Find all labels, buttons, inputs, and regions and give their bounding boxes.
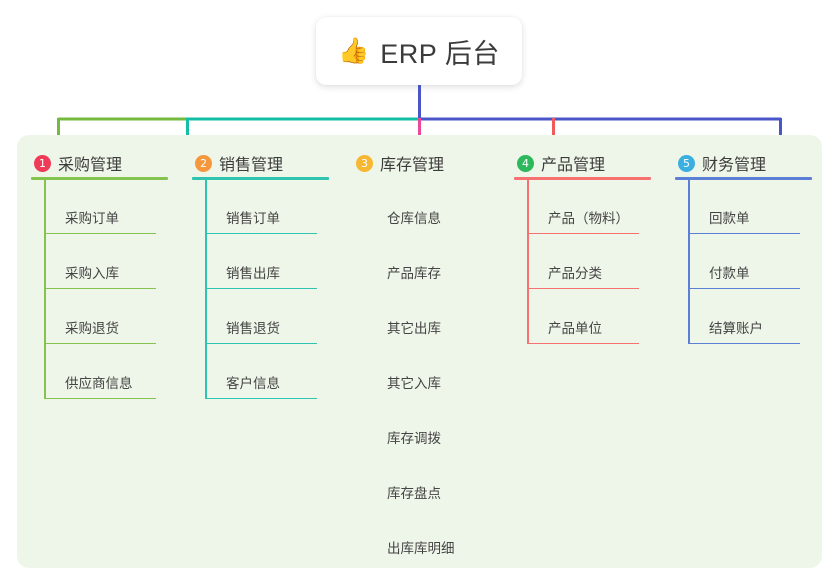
branch-spine-5 xyxy=(688,179,690,344)
leaf-item-rule xyxy=(205,342,317,344)
leaf-item-label: 销售退货 xyxy=(226,321,280,336)
branch-title-3: 库存管理 xyxy=(380,157,445,174)
leaf-item-label: 结算账户 xyxy=(709,321,763,336)
leaf-item-label: 供应商信息 xyxy=(65,376,133,391)
branch-badge-5: 5 xyxy=(678,154,695,172)
branch-columns: 1 采购管理采购订单采购入库采购退货供应商信息 2 销售管理销售订单销售出库销售退货客… xyxy=(17,135,822,568)
branch-items-4: 产品（物料） 产品分类产品单位 xyxy=(527,179,661,344)
branch-items-5: 回款单付款单结算账户 xyxy=(688,179,822,344)
leaf-item-rule xyxy=(527,232,639,234)
leaf-item-label: 销售出库 xyxy=(226,266,280,281)
leaf-item-rule xyxy=(527,287,639,289)
diagram-panel xyxy=(17,135,822,568)
leaf-item-rule xyxy=(44,287,156,289)
branch-spine-2 xyxy=(205,179,207,399)
branch-header-5[interactable]: 5 财务管理 xyxy=(678,146,813,180)
leaf-item[interactable]: 仓库信息 xyxy=(366,179,500,234)
leaf-item-label: 采购退货 xyxy=(65,321,119,336)
leaf-item-rule xyxy=(205,397,317,399)
branch-items-1: 采购订单采购入库采购退货供应商信息 xyxy=(44,179,178,399)
leaf-item[interactable]: 回款单 xyxy=(688,179,822,234)
branch-spine-4 xyxy=(527,179,529,344)
leaf-item-label: 客户信息 xyxy=(226,376,280,391)
branch-spine-1 xyxy=(44,179,46,399)
leaf-item-rule xyxy=(366,563,478,565)
leaf-item[interactable]: 供应商信息 xyxy=(44,344,178,399)
leaf-item[interactable]: 客户信息 xyxy=(205,344,339,399)
leaf-item-label: 产品（物料） xyxy=(548,211,629,226)
root-node-title: ERP 后台 xyxy=(380,38,500,69)
leaf-item[interactable]: 其它出库 xyxy=(366,289,500,344)
branch-badge-4: 4 xyxy=(517,154,534,172)
leaf-item-label: 产品库存 xyxy=(387,266,441,281)
branch-header-rule-5 xyxy=(675,177,812,180)
leaf-item-rule xyxy=(527,342,639,344)
leaf-item[interactable]: 销售出库 xyxy=(205,234,339,289)
leaf-item-label: 产品单位 xyxy=(548,321,602,336)
branch-badge-3: 3 xyxy=(356,154,373,172)
branch-header-2[interactable]: 2 销售管理 xyxy=(195,146,330,180)
leaf-item-label: 产品分类 xyxy=(548,266,602,281)
branch-header-3[interactable]: 3 库存管理 xyxy=(356,146,491,180)
leaf-item[interactable]: 出库库明细 xyxy=(366,509,500,564)
leaf-item[interactable]: 产品库存 xyxy=(366,234,500,289)
leaf-item[interactable]: 库存盘点 xyxy=(366,454,500,509)
branch-header-4[interactable]: 4 产品管理 xyxy=(517,146,652,180)
leaf-item-label: 其它出库 xyxy=(387,321,441,336)
leaf-item[interactable]: 结算账户 xyxy=(688,289,822,344)
leaf-item-label: 销售订单 xyxy=(226,211,280,226)
leaf-item-rule xyxy=(205,287,317,289)
leaf-item-rule xyxy=(688,342,800,344)
leaf-item[interactable]: 采购订单 xyxy=(44,179,178,234)
branch-title-1: 采购管理 xyxy=(58,157,123,174)
leaf-item[interactable]: 采购入库 xyxy=(44,234,178,289)
branch-header-rule-2 xyxy=(192,177,329,180)
branch-title-4: 产品管理 xyxy=(541,157,606,174)
leaf-item-label: 采购订单 xyxy=(65,211,119,226)
branch-column-5: 5 财务管理回款单付款单结算账户 xyxy=(661,135,822,568)
leaf-item[interactable]: 其它入库 xyxy=(366,344,500,399)
branch-badge-1: 1 xyxy=(34,154,51,172)
branch-title-5: 财务管理 xyxy=(702,157,767,174)
leaf-item-label: 出库库明细 xyxy=(387,541,455,556)
root-node-content: 👍 ERP 后台 xyxy=(338,32,500,71)
branch-header-1[interactable]: 1 采购管理 xyxy=(34,146,169,180)
leaf-item-rule xyxy=(688,232,800,234)
thumbs-up-icon: 👍 xyxy=(338,36,370,65)
leaf-item-label: 其它入库 xyxy=(387,376,441,391)
leaf-item-label: 回款单 xyxy=(709,211,750,226)
branch-badge-2: 2 xyxy=(195,154,212,172)
branch-column-2: 2 销售管理销售订单销售出库销售退货客户信息 xyxy=(178,135,339,568)
leaf-item-rule xyxy=(44,397,156,399)
leaf-item-label: 仓库信息 xyxy=(387,211,441,226)
leaf-item[interactable]: 采购退货 xyxy=(44,289,178,344)
branch-column-1: 1 采购管理采购订单采购入库采购退货供应商信息 xyxy=(17,135,178,568)
branch-header-rule-1 xyxy=(31,177,168,180)
branch-items-3: 仓库信息产品库存其它出库其它入库库存调拨库存盘点出库库明细 xyxy=(366,179,500,564)
branch-column-3: 3 库存管理仓库信息产品库存其它出库其它入库库存调拨库存盘点出库库明细 xyxy=(339,135,500,568)
leaf-item[interactable]: 销售订单 xyxy=(205,179,339,234)
leaf-item[interactable]: 销售退货 xyxy=(205,289,339,344)
leaf-item[interactable]: 产品（物料） xyxy=(527,179,661,234)
leaf-item-label: 库存盘点 xyxy=(387,486,441,501)
leaf-item-label: 库存调拨 xyxy=(387,431,441,446)
root-node-erp-backend[interactable]: 👍 ERP 后台 xyxy=(316,17,522,85)
leaf-item-rule xyxy=(688,287,800,289)
branch-items-2: 销售订单销售出库销售退货客户信息 xyxy=(205,179,339,399)
branch-column-4: 4 产品管理产品（物料） 产品分类产品单位 xyxy=(500,135,661,568)
leaf-item[interactable]: 库存调拨 xyxy=(366,399,500,454)
leaf-item-label: 付款单 xyxy=(709,266,750,281)
leaf-item-rule xyxy=(44,342,156,344)
leaf-item[interactable]: 产品分类 xyxy=(527,234,661,289)
leaf-item[interactable]: 付款单 xyxy=(688,234,822,289)
leaf-item-label: 采购入库 xyxy=(65,266,119,281)
branch-title-2: 销售管理 xyxy=(219,157,284,174)
leaf-item-rule xyxy=(44,232,156,234)
branch-header-rule-4 xyxy=(514,177,651,180)
leaf-item[interactable]: 产品单位 xyxy=(527,289,661,344)
leaf-item-rule xyxy=(205,232,317,234)
